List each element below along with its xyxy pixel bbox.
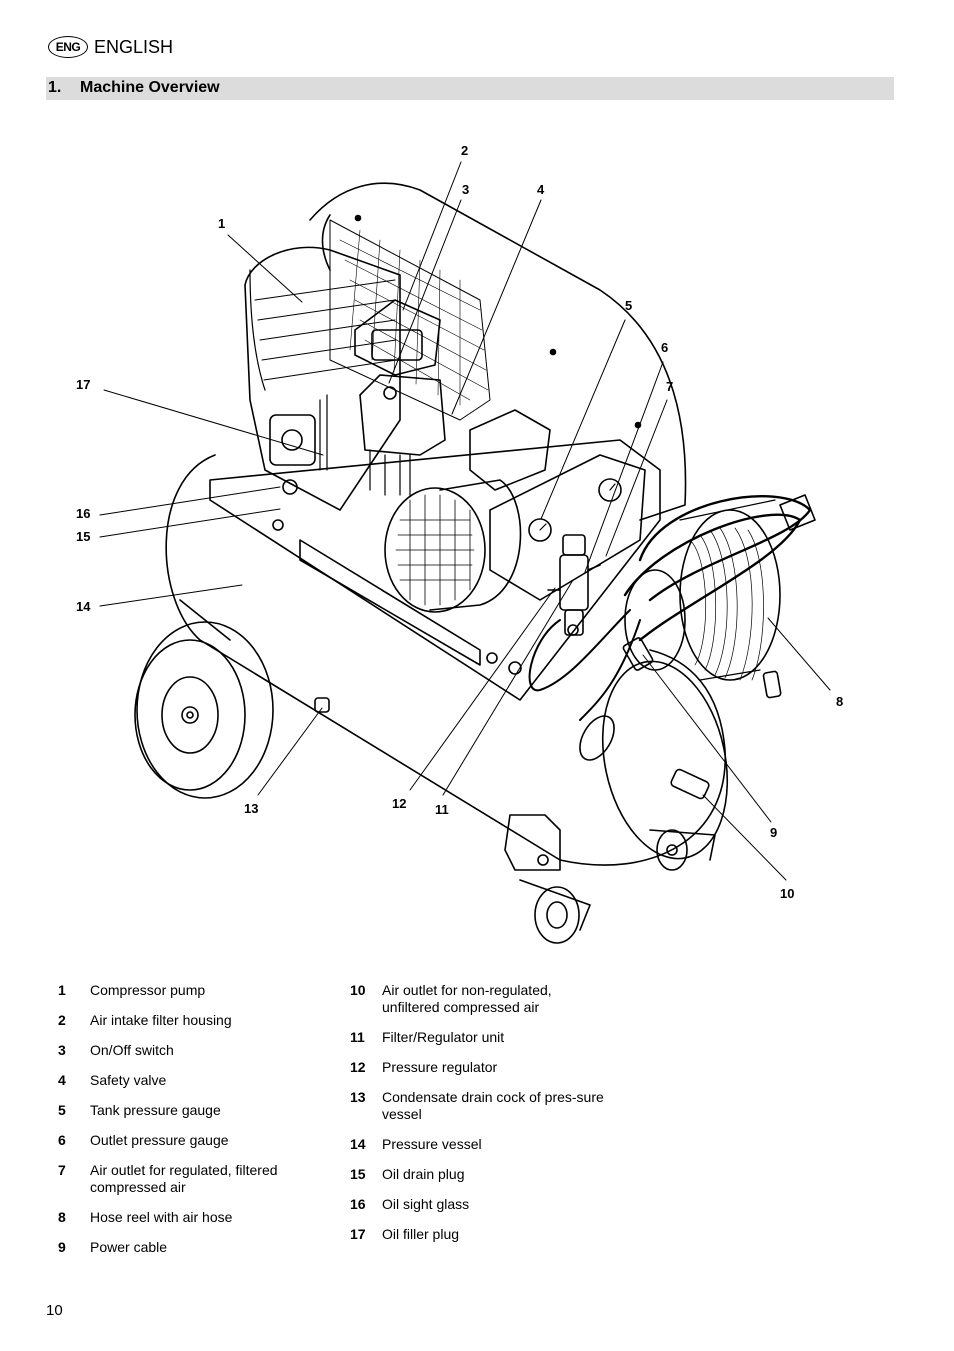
legend-item: 14 Pressure vessel: [350, 1136, 610, 1153]
legend-item: 6 Outlet pressure gauge: [58, 1132, 318, 1149]
legend-number: 6: [58, 1132, 66, 1148]
legend-number: 17: [350, 1226, 366, 1242]
legend-number: 12: [350, 1059, 366, 1075]
power-cable-drawing: [528, 609, 654, 761]
callout-12: 12: [392, 796, 406, 811]
legend-number: 8: [58, 1209, 66, 1225]
legend-item: 2 Air intake filter housing: [58, 1012, 318, 1029]
legend-text: Tank pressure gauge: [90, 1102, 221, 1118]
callout-11: 11: [435, 802, 449, 817]
legend-item: 15 Oil drain plug: [350, 1166, 610, 1183]
callout-2: 2: [461, 143, 468, 158]
language-header: ENG ENGLISH: [48, 36, 173, 58]
motor-drawing: [384, 479, 522, 613]
callout-6: 6: [661, 340, 668, 355]
legend-text: Filter/Regulator unit: [382, 1029, 505, 1045]
legend-column-1: 1 Compressor pump 2 Air intake filter hous…: [58, 982, 318, 1269]
legend-item: 9 Power cable: [58, 1239, 318, 1256]
tank-outlet-drawing: [670, 768, 710, 800]
legend-item: 11 Filter/Regulator unit: [350, 1029, 610, 1046]
castor-wheels-drawing: [504, 814, 716, 944]
terminal-box-drawing: [469, 409, 551, 491]
legend-item: 10 Air outlet for non-regulated, unfilter…: [350, 982, 610, 1016]
section-title-text: Machine Overview: [80, 79, 220, 96]
legend-item: 12 Pressure regulator: [350, 1059, 610, 1076]
callout-10: 10: [780, 886, 794, 901]
legend-number: 4: [58, 1072, 66, 1088]
language-badge: ENG: [48, 36, 88, 58]
callout-1: 1: [218, 216, 225, 231]
legend-number: 3: [58, 1042, 66, 1058]
compressor-pump-drawing: [244, 246, 401, 511]
callout-17: 17: [76, 377, 90, 392]
section-heading-bar: 1. Machine Overview: [46, 77, 894, 100]
leader-lines: [99, 161, 831, 881]
legend-number: 16: [350, 1196, 366, 1212]
callout-3: 3: [462, 182, 469, 197]
legend-item: 1 Compressor pump: [58, 982, 318, 999]
legend-item: 5 Tank pressure gauge: [58, 1102, 318, 1119]
legend-number: 9: [58, 1239, 66, 1255]
callout-5: 5: [625, 298, 632, 313]
legend-item: 3 On/Off switch: [58, 1042, 318, 1059]
callout-14: 14: [76, 599, 91, 614]
legend-item: 16 Oil sight glass: [350, 1196, 610, 1213]
hose-reel-drawing: [623, 494, 816, 699]
fan-shroud-drawing: [309, 182, 687, 521]
legend-column-2: 10 Air outlet for non-regulated, unfilter…: [350, 982, 610, 1256]
drain-cock-drawing: [314, 697, 330, 713]
legend-text: Condensate drain cock of pres-sure vesse…: [382, 1089, 604, 1122]
legend-text: Pressure vessel: [382, 1136, 482, 1152]
legend-number: 15: [350, 1166, 366, 1182]
legend-number: 1: [58, 982, 66, 998]
legend-number: 2: [58, 1012, 66, 1028]
air-intake-filter-drawing: [354, 299, 441, 376]
callout-13: 13: [244, 801, 258, 816]
legend-item: 8 Hose reel with air hose: [58, 1209, 318, 1226]
callout-numbers: 1 2 3 4 5 6 7 8 9 10 11 12 13 14 15 16 1…: [76, 143, 843, 901]
legend-text: Oil filler plug: [382, 1226, 460, 1242]
legend-text: Air outlet for regulated, filtered compr…: [90, 1162, 278, 1195]
legend-number: 5: [58, 1102, 66, 1118]
gauge-panel-drawing: [489, 454, 646, 601]
legend-number: 10: [350, 982, 366, 998]
legend-text: Oil sight glass: [382, 1196, 470, 1212]
callout-4: 4: [537, 182, 545, 197]
legend-item: 17 Oil filler plug: [350, 1226, 610, 1243]
section-number: 1.: [48, 79, 62, 96]
callout-15: 15: [76, 529, 90, 544]
legend-text: Compressor pump: [90, 982, 206, 998]
legend-number: 11: [350, 1029, 365, 1045]
legend-item: 4 Safety valve: [58, 1072, 318, 1089]
legend-item: 7 Air outlet for regulated, filtered comp…: [58, 1162, 318, 1196]
callout-7: 7: [666, 379, 673, 394]
legend-text: On/Off switch: [90, 1042, 174, 1058]
pressure-switch-drawing: [359, 374, 446, 496]
legend-text: Hose reel with air hose: [90, 1209, 233, 1225]
legend-number: 14: [350, 1136, 366, 1152]
legend-text: Power cable: [90, 1239, 168, 1255]
page-number: 10: [46, 1302, 63, 1319]
legend-number: 13: [350, 1089, 366, 1105]
filter-regulator-drawing: [547, 534, 601, 636]
language-name: ENGLISH: [94, 36, 174, 57]
callout-9: 9: [770, 825, 777, 840]
legend-item: 13 Condensate drain cock of pres-sure ves…: [350, 1089, 610, 1123]
front-wheel-drawing: [134, 621, 274, 799]
section-title: 1. Machine Overview: [48, 79, 220, 97]
compressor-illustration: 1 2 3 4 5 6 7 8 9 10 11 12 13 14 15 16 1…: [76, 143, 843, 944]
callout-16: 16: [76, 506, 90, 521]
legend-number: 7: [58, 1162, 66, 1178]
legend-text: Air outlet for non-regulated, unfiltered…: [382, 982, 552, 1015]
base-plate-drawing: [209, 439, 661, 701]
legend-text: Safety valve: [90, 1072, 167, 1088]
legend-text: Pressure regulator: [382, 1059, 498, 1075]
legend-text: Outlet pressure gauge: [90, 1132, 229, 1148]
legend-text: Oil drain plug: [382, 1166, 465, 1182]
callout-8: 8: [836, 694, 843, 709]
legend-text: Air intake filter housing: [90, 1012, 232, 1028]
